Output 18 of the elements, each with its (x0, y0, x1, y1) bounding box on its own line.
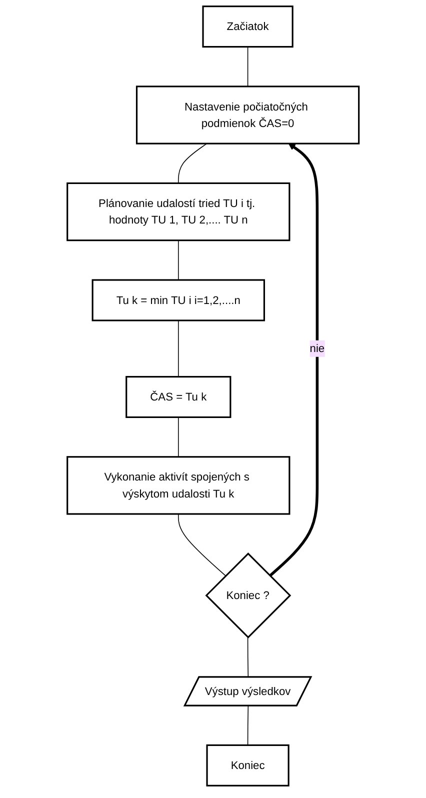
connector (178, 514, 226, 576)
connector (247, 46, 248, 87)
arrow (268, 143, 318, 577)
connector (178, 416, 179, 458)
node-diamond: Koniec ? (205, 552, 292, 638)
connector (178, 143, 208, 184)
node-box: Tu k = min TU i i=1,2,....n (92, 279, 265, 322)
connector (178, 240, 179, 280)
node-box: Plánovanie udalostí tried TU i tj. hodnoty TU 1, TU 2,.... TU n (66, 182, 290, 242)
connector (178, 320, 179, 378)
node-box: Začiatok (202, 6, 294, 48)
connector (247, 706, 248, 746)
node-box: Vykonanie aktivít spojených s výskytom udalosti Tu k (66, 456, 290, 515)
connector (247, 636, 248, 678)
node-box: Nastavenie počiatočných podmienok ČAS=0 (136, 86, 360, 144)
node-box: Koniec (206, 744, 290, 786)
edge-label: nie (310, 342, 325, 355)
node-box: ČAS = Tu k (125, 376, 232, 418)
